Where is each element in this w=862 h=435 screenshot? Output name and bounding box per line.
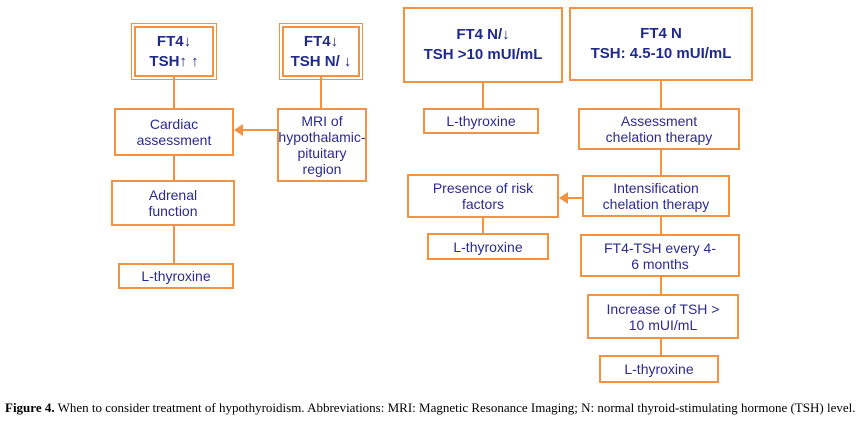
box-intensification-chelation: Intensification chelation therapy — [582, 175, 730, 217]
box-ft4-normal-tsh-high: FT4 N/↓ TSH >10 mUI/mL — [403, 7, 563, 83]
box-l-thyroxine: L-thyroxine — [427, 233, 549, 260]
box-l-thyroxine: L-thyroxine — [118, 263, 234, 289]
box-presence-risk-factors: Presence of risk factors — [407, 174, 559, 218]
connector — [660, 277, 662, 294]
connector — [243, 129, 277, 131]
connector — [660, 81, 662, 108]
box-l-thyroxine: L-thyroxine — [423, 108, 539, 134]
box-ft4-normal-tsh-mid: FT4 N TSH: 4.5-10 mUI/mL — [569, 7, 753, 81]
box-l-thyroxine: L-thyroxine — [599, 355, 719, 383]
box-cardiac-assessment: Cardiac assessment — [114, 108, 234, 156]
figure-caption: Figure 4. When to consider treatment of … — [5, 400, 857, 416]
connector — [660, 339, 662, 355]
connector — [173, 77, 175, 108]
box-ft4-low-tsh-high: FT4↓ TSH↑ ↑ — [131, 23, 217, 80]
connector — [660, 217, 662, 234]
connector — [482, 218, 484, 233]
arrow-left-icon — [559, 192, 568, 204]
connector — [482, 83, 484, 108]
box-ft4-tsh-monitoring: FT4-TSH every 4- 6 months — [580, 234, 740, 277]
connector — [173, 156, 175, 180]
arrow-left-icon — [234, 124, 243, 136]
box-mri: MRI of hypothalamic- pituitary region — [277, 108, 367, 182]
box-adrenal-function: Adrenal function — [111, 180, 235, 226]
connector — [660, 150, 662, 175]
connector — [320, 77, 322, 108]
connector — [173, 226, 175, 263]
connector — [568, 197, 582, 199]
box-assessment-chelation: Assessment chelation therapy — [578, 108, 740, 150]
box-increase-tsh: Increase of TSH > 10 mUI/mL — [587, 294, 739, 339]
caption-text: When to consider treatment of hypothyroi… — [54, 400, 856, 415]
box-ft4-low-tsh-normal: FT4↓ TSH N/ ↓ — [279, 23, 363, 80]
caption-label: Figure 4. — [5, 400, 55, 415]
